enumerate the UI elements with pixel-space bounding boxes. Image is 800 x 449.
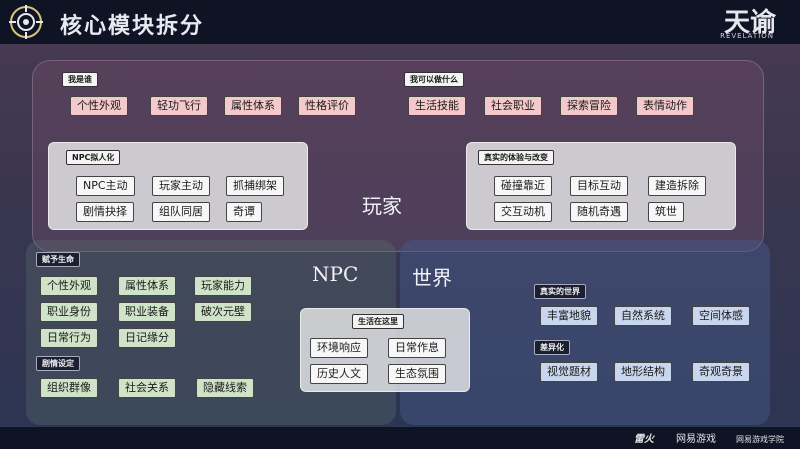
tag-living-3: 生态氛围 (388, 364, 446, 384)
tag-npc-person-5: 奇谭 (226, 202, 262, 222)
group-title-who: 我是谁 (62, 72, 98, 87)
footer-logo-netease-academy: 网易游戏学院 (736, 435, 784, 444)
tag-real-exp-0: 碰撞靠近 (494, 176, 552, 196)
tag-npc-person-0: NPC主动 (76, 176, 135, 196)
footer-logo-netease-games: 网易游戏 (676, 434, 716, 445)
tag-diff-1: 地形结构 (614, 362, 672, 382)
tag-real-exp-4: 随机奇遇 (570, 202, 628, 222)
tag-life-5: 破次元壁 (194, 302, 252, 322)
group-title-real-exp: 真实的体验与改变 (478, 150, 554, 165)
brand-logo: 天谕 (723, 8, 776, 38)
tag-who-3: 性格评价 (298, 96, 356, 116)
tag-real-exp-2: 建造拆除 (648, 176, 706, 196)
footer-logo-leihuo: 雷火 (634, 434, 654, 445)
tag-life-7: 日记缘分 (118, 328, 176, 348)
tag-life-2: 玩家能力 (194, 276, 252, 296)
page-title: 核心模块拆分 (60, 14, 205, 39)
group-title-living: 生活在这里 (352, 314, 404, 329)
tag-can-1: 社会职业 (484, 96, 542, 116)
tag-real-world-1: 自然系统 (614, 306, 672, 326)
tag-diff-0: 视觉题材 (540, 362, 598, 382)
tag-life-3: 职业身份 (40, 302, 98, 322)
tag-real-exp-3: 交互动机 (494, 202, 552, 222)
tag-who-1: 轻功飞行 (150, 96, 208, 116)
zone-label-world: 世界 (412, 266, 452, 290)
tag-life-0: 个性外观 (40, 276, 98, 296)
tag-npc-person-4: 组队同居 (152, 202, 210, 222)
tag-real-world-2: 空间体感 (692, 306, 750, 326)
group-title-npc-person: NPC拟人化 (66, 150, 121, 165)
brand-subtitle: REVELATION (720, 32, 774, 40)
tag-living-2: 历史人文 (310, 364, 368, 384)
group-title-real-world: 真实的世界 (534, 284, 586, 299)
group-title-life: 赋予生命 (36, 252, 80, 267)
tag-living-0: 环境响应 (310, 338, 368, 358)
compass-logo-icon (9, 5, 43, 39)
group-title-plot: 剧情设定 (36, 356, 80, 371)
tag-can-0: 生活技能 (408, 96, 466, 116)
tag-living-1: 日常作息 (388, 338, 446, 358)
tag-who-0: 个性外观 (70, 96, 128, 116)
header-bar: 核心模块拆分 天谕 REVELATION (0, 0, 800, 44)
group-title-can: 我可以做什么 (404, 72, 464, 87)
tag-plot-2: 隐藏线索 (196, 378, 254, 398)
tag-who-2: 属性体系 (224, 96, 282, 116)
tag-can-3: 表情动作 (636, 96, 694, 116)
tag-real-exp-1: 目标互动 (570, 176, 628, 196)
tag-life-6: 日常行为 (40, 328, 98, 348)
zone-label-player: 玩家 (362, 194, 402, 218)
tag-npc-person-3: 剧情抉择 (76, 202, 134, 222)
tag-npc-person-2: 抓捕绑架 (226, 176, 284, 196)
tag-plot-0: 组织群像 (40, 378, 98, 398)
group-title-diff: 差异化 (534, 340, 570, 355)
footer-bar: 雷火 网易游戏 网易游戏学院 (0, 427, 800, 449)
tag-real-world-0: 丰富地貌 (540, 306, 598, 326)
tag-plot-1: 社会关系 (118, 378, 176, 398)
tag-diff-2: 奇观奇景 (692, 362, 750, 382)
zone-label-npc: NPC (312, 262, 359, 286)
tag-life-4: 职业装备 (118, 302, 176, 322)
tag-life-1: 属性体系 (118, 276, 176, 296)
tag-can-2: 探索冒险 (560, 96, 618, 116)
tag-real-exp-5: 筑世 (648, 202, 684, 222)
tag-npc-person-1: 玩家主动 (152, 176, 210, 196)
